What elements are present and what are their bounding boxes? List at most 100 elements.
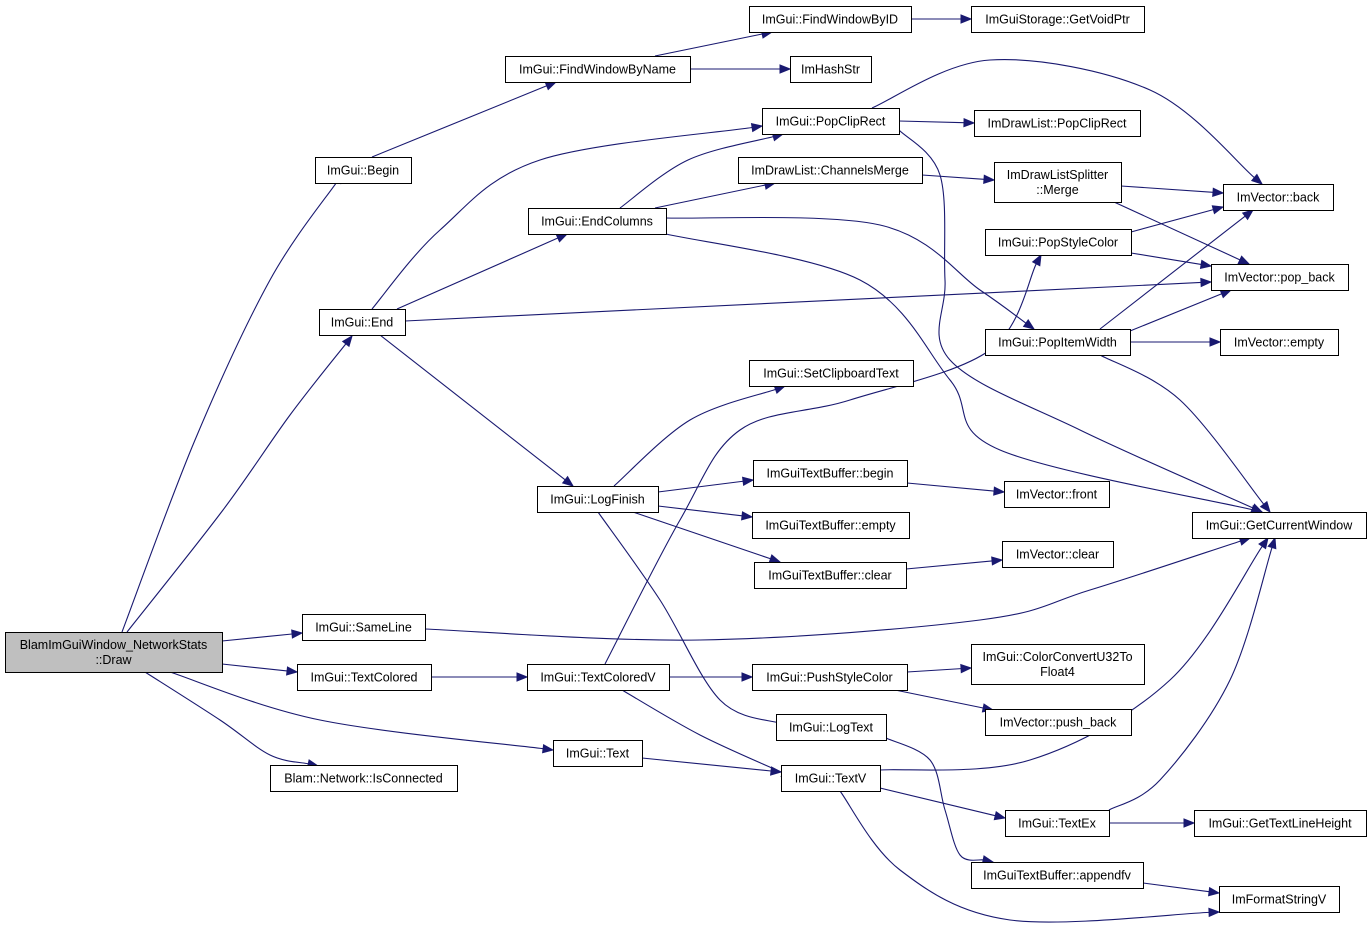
edge-line [621, 689, 784, 774]
node-label: ImGui::Begin [327, 164, 399, 178]
edge-popitemwidth-to-vec_pop_back [1129, 289, 1233, 332]
edge-popitemwidth-to-getcurrentwindow [1099, 354, 1271, 514]
edge-line [879, 787, 996, 817]
node-getvoidptr[interactable]: ImGuiStorage::GetVoidPtr [971, 6, 1145, 33]
node-text[interactable]: ImGui::Text [553, 740, 643, 767]
node-label: ImDrawList::PopClipRect [988, 117, 1127, 131]
edge-line [632, 511, 771, 560]
edge-line [424, 540, 1241, 641]
arrowhead [741, 672, 754, 682]
node-label: ImGui::TextColoredV [540, 671, 656, 685]
edge-line [894, 689, 984, 709]
arrowhead [291, 629, 304, 639]
arrowhead [516, 672, 529, 682]
node-textcoloredv[interactable]: ImGui::TextColoredV [527, 664, 670, 691]
node-isconnected[interactable]: Blam::Network::IsConnected [270, 765, 458, 792]
node-textcolored[interactable]: ImGui::TextColored [297, 664, 432, 691]
node-endcolumns[interactable]: ImGui::EndColumns [528, 208, 667, 235]
node-sameline[interactable]: ImGui::SameLine [302, 614, 426, 641]
node-popitemwidth[interactable]: ImGui::PopItemWidth [985, 329, 1131, 356]
edge-pushstylecolor-to-colorconvert [906, 663, 973, 674]
edge-line [371, 126, 753, 310]
node-box [752, 664, 908, 691]
node-popcliprect[interactable]: ImGui::PopClipRect [762, 108, 900, 135]
edge-logfinish-to-tb_empty [657, 505, 754, 521]
edge-line [1130, 252, 1202, 265]
edge-findwindowbyname-to-imhashstr [690, 64, 792, 74]
node-findwindowbyname[interactable]: ImGui::FindWindowByName [505, 56, 691, 83]
node-appendfv[interactable]: ImGuiTextBuffer::appendfv [971, 862, 1144, 889]
node-tb_empty[interactable]: ImGuiTextBuffer::empty [752, 512, 910, 539]
edge-line [126, 343, 347, 633]
node-vec_pop_back[interactable]: ImVector::pop_back [1211, 264, 1349, 291]
edge-logfinish-to-logtext [597, 511, 792, 728]
node-box [781, 765, 881, 792]
edge-line [404, 281, 1202, 322]
node-tb_clear[interactable]: ImGuiTextBuffer::clear [754, 562, 907, 589]
node-pushstylecolor[interactable]: ImGui::PushStyleColor [752, 664, 908, 691]
node-setclipboardtext[interactable]: ImGui::SetClipboardText [749, 360, 914, 387]
node-vec_empty[interactable]: ImVector::empty [1220, 329, 1339, 356]
node-box [971, 644, 1145, 685]
node-getcurrentwindow[interactable]: ImGui::GetCurrentWindow [1192, 512, 1367, 539]
arrowhead [1208, 886, 1221, 897]
arrowhead [1031, 253, 1042, 267]
node-label: ImGui::SetClipboardText [763, 367, 899, 381]
arrowhead [1259, 500, 1271, 514]
node-imhashstr[interactable]: ImHashStr [790, 56, 872, 83]
node-textv[interactable]: ImGui::TextV [781, 765, 881, 792]
edge-line [597, 511, 781, 724]
edge-textv-to-textex [879, 787, 1007, 821]
arrowhead [1183, 818, 1196, 828]
node-box [974, 110, 1141, 137]
node-end[interactable]: ImGui::End [319, 309, 406, 336]
nodes-layer: BlamImGuiWindow_NetworkStats::DrawImGui:… [5, 6, 1367, 913]
node-label: Blam::Network::IsConnected [284, 772, 442, 786]
node-vec_back[interactable]: ImVector::back [1223, 184, 1334, 211]
node-logfinish[interactable]: ImGui::LogFinish [537, 486, 659, 513]
edge-draw-to-text [169, 671, 555, 754]
arrowhead [1212, 187, 1225, 198]
edge-line [1108, 547, 1273, 811]
edge-splitter_merge-to-vec_back [1120, 185, 1225, 198]
node-label: ImGui::LogText [789, 721, 874, 735]
arrowhead [993, 486, 1006, 496]
edge-line [1099, 354, 1265, 505]
node-label: ImGui::FindWindowByID [762, 13, 898, 27]
node-label: ImVector::pop_back [1224, 271, 1335, 285]
node-box [297, 664, 432, 691]
node-splitter_merge[interactable]: ImDrawListSplitter::Merge [994, 162, 1122, 203]
node-box [1192, 512, 1367, 539]
node-textex[interactable]: ImGui::TextEx [1005, 810, 1110, 837]
arrowhead [1237, 255, 1251, 265]
node-logtext[interactable]: ImGui::LogText [776, 714, 887, 741]
node-box [319, 309, 406, 336]
arrowhead [1022, 319, 1036, 330]
node-popstylecolor[interactable]: ImGui::PopStyleColor [985, 229, 1132, 256]
edge-line [921, 174, 985, 180]
node-vec_clear[interactable]: ImVector::clear [1002, 541, 1114, 568]
edge-line [885, 737, 984, 861]
edge-textex-to-gettextlineheight [1109, 818, 1196, 828]
arrowhead [960, 663, 973, 674]
edge-line [654, 33, 763, 57]
arrowhead [1250, 173, 1264, 185]
node-draw[interactable]: BlamImGuiWindow_NetworkStats::Draw [5, 632, 223, 673]
edge-logfinish-to-tb_begin [657, 476, 755, 493]
node-findwindowbyid[interactable]: ImGui::FindWindowByID [749, 6, 912, 33]
node-gettextlineheight[interactable]: ImGui::GetTextLineHeight [1194, 810, 1367, 837]
arrowhead [1241, 209, 1255, 221]
node-channelsmerge[interactable]: ImDrawList::ChannelsMerge [738, 157, 923, 184]
node-tb_begin[interactable]: ImGuiTextBuffer::begin [753, 460, 908, 487]
arrowhead [542, 744, 555, 754]
node-dl_popcliprect[interactable]: ImDrawList::PopClipRect [974, 110, 1141, 137]
edge-line [871, 59, 1255, 178]
node-begin[interactable]: ImGui::Begin [315, 157, 412, 184]
arrowhead [1258, 536, 1269, 550]
node-vec_push_back[interactable]: ImVector::push_back [985, 709, 1132, 736]
node-vec_front[interactable]: ImVector::front [1004, 481, 1110, 508]
node-label: ImVector::back [1237, 191, 1320, 205]
node-label: BlamImGuiWindow_NetworkStats [20, 638, 208, 652]
node-imformatstringv[interactable]: ImFormatStringV [1219, 886, 1340, 913]
